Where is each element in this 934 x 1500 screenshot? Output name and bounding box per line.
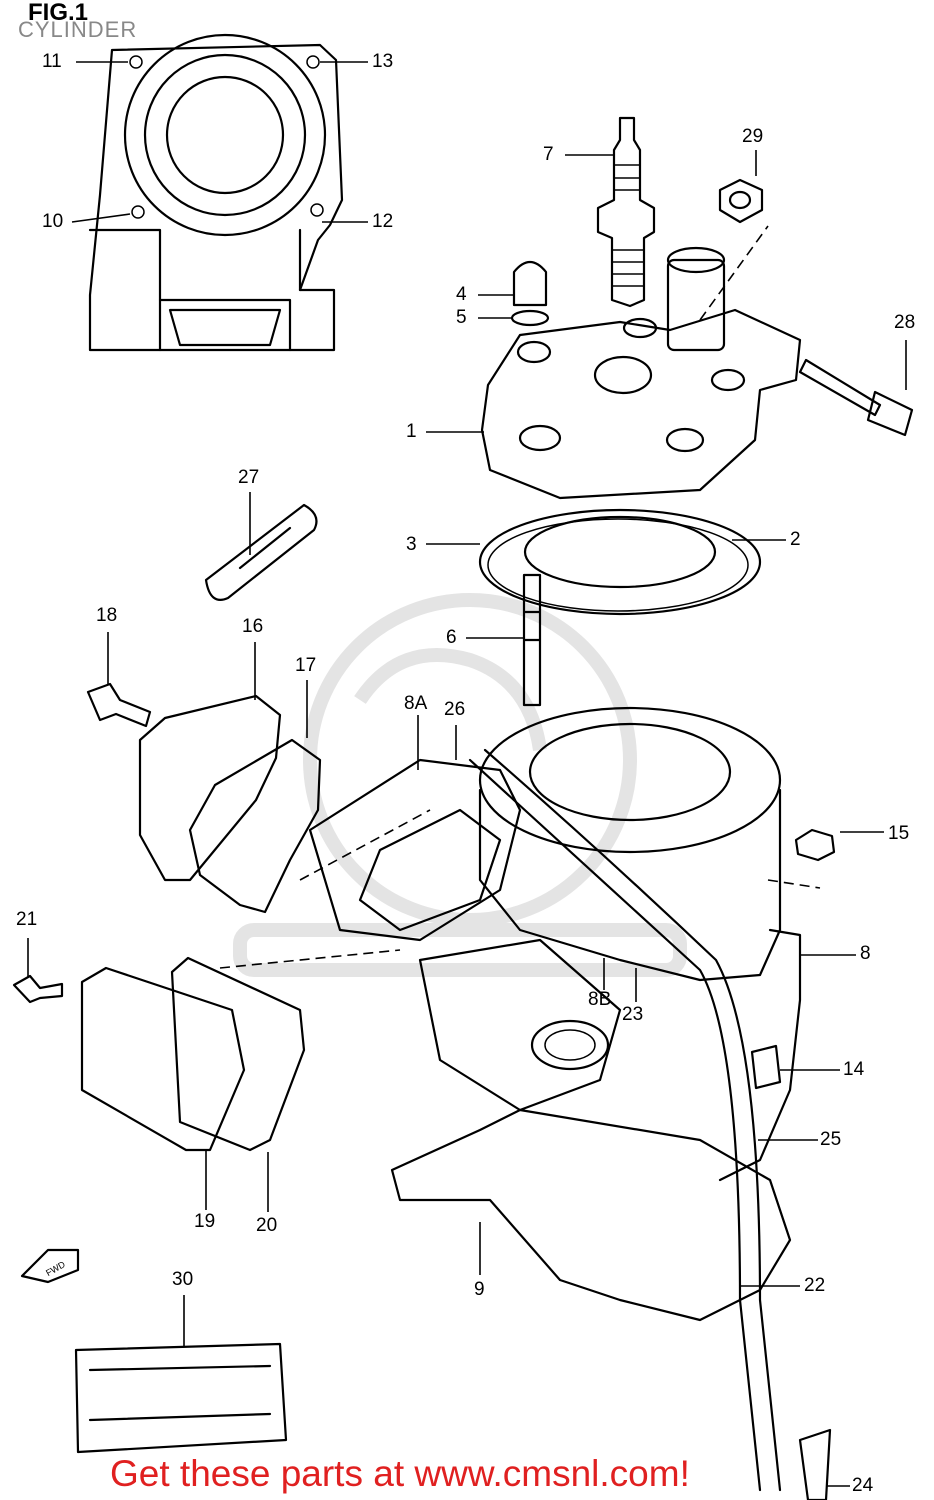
alignment-lines [219,225,821,969]
figure-title: FIG.1 [28,0,89,26]
callout-16: 16 [242,616,264,637]
exhaust-gasket-16 [138,694,282,882]
callout-6: 6 [446,627,457,648]
callout-19: 19 [194,1211,216,1232]
fwd-arrow-icon [20,1248,80,1284]
cylinder-top-view-inset [88,33,344,352]
callout-9: 9 [474,1279,485,1300]
callout-2: 2 [790,529,801,550]
callout-1: 1 [406,421,417,442]
callout-15: 15 [888,823,910,844]
leader-lines [27,61,907,1487]
exhaust-gasket-17 [188,738,322,914]
callout-26: 26 [444,699,466,720]
callout-28: 28 [894,312,916,333]
bolt-28 [798,358,914,437]
nut-29 [718,178,764,224]
callout-27: 27 [238,467,260,488]
reed-valve-cover-19 [80,966,246,1152]
callout-3: 3 [406,534,417,555]
callout-29: 29 [742,126,764,147]
head-gaskets [478,508,762,616]
callout-30: 30 [172,1269,194,1290]
base-gasket-9 [390,1108,792,1322]
callout-8a: 8A [404,693,428,714]
spark-plug [596,116,656,308]
callout-4: 4 [456,284,467,305]
callout-11: 11 [42,51,62,72]
fwd-label: FWD [44,1259,67,1278]
bolt-21 [12,974,64,1004]
callout-8b: 8B [588,989,612,1010]
cylinder-head [480,246,802,500]
callout-23: 23 [622,1004,644,1025]
reed-valve-gasket-20 [170,956,306,1152]
cylinder-body [308,706,802,1182]
watermark-logo [233,593,687,977]
bolt-18 [86,682,152,728]
callout-24: 24 [852,1475,874,1496]
plate-27 [204,503,318,601]
stud-bolt-6 [522,573,542,707]
callout-12: 12 [372,211,394,232]
fwd-label-graphic: FWD [44,1259,67,1278]
callout-22: 22 [804,1275,826,1296]
clip-24 [798,1428,832,1500]
callout-13: 13 [372,51,394,72]
callout-14: 14 [843,1059,865,1080]
dowel-pin-14 [750,1044,782,1090]
callout-21: 21 [16,909,38,930]
cap-nut-and-washer [510,260,550,327]
footer-link-text[interactable]: Get these parts at www.cmsnl.com! [110,1453,690,1494]
callout-25: 25 [820,1129,842,1150]
callout-17: 17 [295,655,317,676]
nut-15 [794,828,836,862]
figure-subtitle: CYLINDER [18,17,138,42]
breather-hose [468,748,782,1492]
callout-18: 18 [96,605,118,626]
callout-20: 20 [256,1215,278,1236]
callout-10: 10 [42,211,64,232]
callout-8: 8 [860,943,871,964]
callout-7: 7 [543,144,554,165]
manual-30 [74,1342,288,1454]
callout-5: 5 [456,307,467,328]
